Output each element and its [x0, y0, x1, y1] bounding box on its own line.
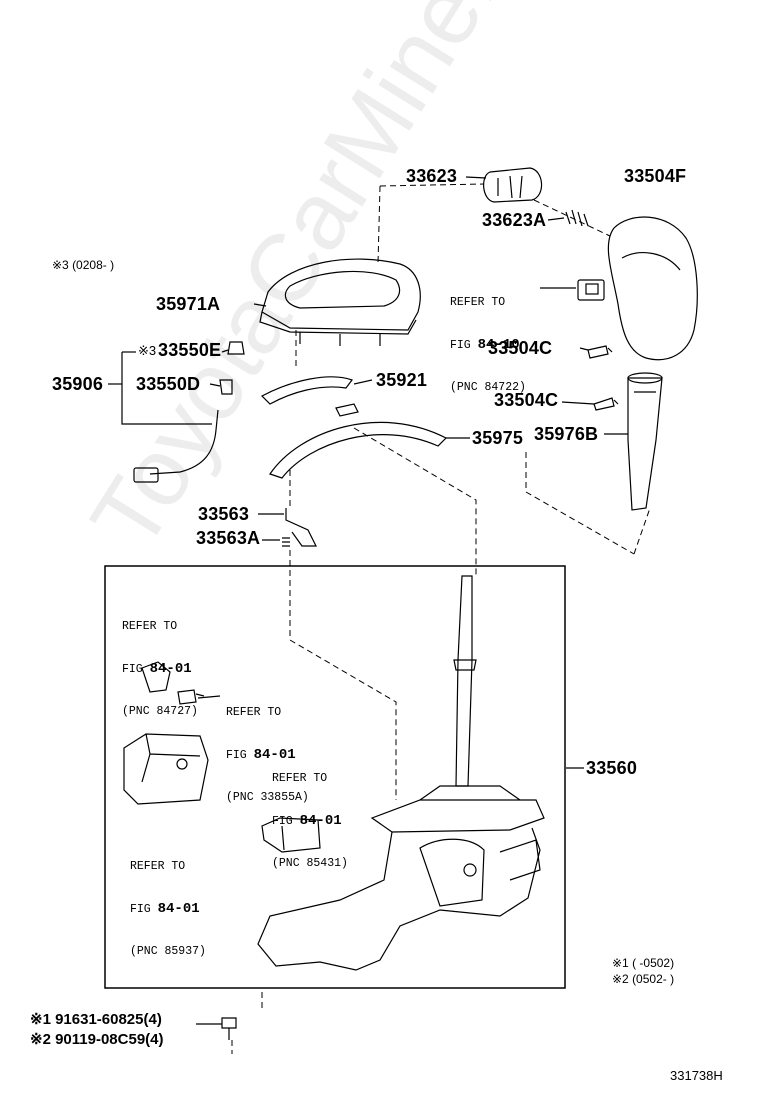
figure-number: 331738H [670, 1068, 723, 1083]
shift-knob-shape [607, 216, 698, 361]
refer-fig-prefix: FIG [450, 339, 478, 352]
clip-84722-shape [577, 279, 605, 301]
shift-base-shape [370, 799, 545, 833]
refer-fig-prefix: FIG [272, 815, 300, 828]
refer-pnc-33855A[interactable]: REFER TO FIG 84-01 (PNC 33855A) [226, 678, 309, 819]
spring-shape [565, 209, 589, 227]
refer-fig-prefix: FIG [226, 749, 254, 762]
refer-line-1: REFER TO [272, 772, 328, 785]
mark-33550E: ※3 [138, 343, 157, 358]
note-3-date-range: ※3 (0208- ) [52, 258, 115, 272]
label-33504F: 33504F [624, 166, 687, 186]
screw-a-shape [587, 345, 613, 359]
knob-shaft-shape [627, 377, 663, 511]
refer-pnc: (PNC 84722) [450, 381, 526, 394]
connector-33855A-shape [177, 689, 205, 705]
refer-fig-number: 84-01 [157, 901, 200, 917]
note-2-date-range: ※2 (0502- ) [612, 972, 675, 986]
refer-pnc-85431[interactable]: REFER TO FIG 84-01 (PNC 85431) [272, 744, 348, 885]
wire-harness-shape [149, 409, 219, 475]
label-35921: 35921 [376, 370, 428, 390]
switch-85431-shape [261, 817, 321, 853]
label-35975: 35975 [472, 428, 524, 448]
refer-fig-prefix: FIG [130, 903, 158, 916]
refer-fig-prefix: FIG [122, 663, 150, 676]
bulb-d-shape [219, 379, 233, 395]
refer-pnc: (PNC 84727) [122, 705, 198, 718]
label-33504C-b: 33504C [494, 390, 559, 410]
refer-line-1: REFER TO [130, 860, 186, 873]
refer-line-1: REFER TO [226, 706, 282, 719]
refer-fig-number: 84-01 [253, 747, 296, 763]
refer-pnc-85937[interactable]: REFER TO FIG 84-01 (PNC 85937) [130, 832, 206, 973]
slide-cover-shape [269, 421, 448, 479]
label-35976B: 35976B [534, 424, 599, 444]
knob-button-shape [483, 167, 543, 203]
ecu-85937-shape [123, 733, 209, 805]
indicator-plate-shape [261, 376, 353, 405]
refer-pnc: (PNC 33855A) [226, 791, 309, 804]
refer-fig-number: 84-01 [299, 813, 342, 829]
bolt-shape [221, 1017, 237, 1040]
label-33504C-a: 33504C [488, 338, 553, 358]
shift-lever-shape [455, 575, 473, 787]
label-33563A: 33563A [196, 528, 261, 548]
connector-84727-shape [141, 661, 171, 693]
refer-pnc-84727[interactable]: REFER TO FIG 84-01 (PNC 84727) [122, 592, 198, 733]
label-33563: 33563 [198, 504, 250, 524]
label-33623: 33623 [406, 166, 458, 186]
screw-b-shape [593, 397, 619, 411]
bolt-part-1: ※1 91631-60825(4) [30, 1011, 162, 1028]
refer-line-1: REFER TO [450, 296, 506, 309]
refer-line-1: REFER TO [122, 620, 178, 633]
label-33560: 33560 [586, 758, 638, 778]
refer-pnc-84722[interactable]: REFER TO FIG 84-10 (PNC 84722) [450, 268, 526, 409]
refer-fig-number: 84-01 [149, 661, 192, 677]
refer-pnc: (PNC 85431) [272, 857, 348, 870]
label-35906: 35906 [52, 374, 104, 394]
refer-pnc: (PNC 85937) [130, 945, 206, 958]
bezel-shape [261, 258, 421, 331]
label-35971A: 35971A [156, 294, 221, 314]
label-33623A: 33623A [482, 210, 547, 230]
label-33550D: 33550D [136, 374, 201, 394]
label-33550E: 33550E [158, 340, 222, 360]
bulb-e-shape [227, 341, 245, 355]
note-1-date-range: ※1 ( -0502) [612, 956, 675, 970]
assembly-frame [104, 565, 566, 989]
refer-fig-number: 84-10 [477, 337, 520, 353]
bracket-shape [285, 508, 317, 547]
bolt-part-2: ※2 90119-08C59(4) [30, 1031, 164, 1048]
